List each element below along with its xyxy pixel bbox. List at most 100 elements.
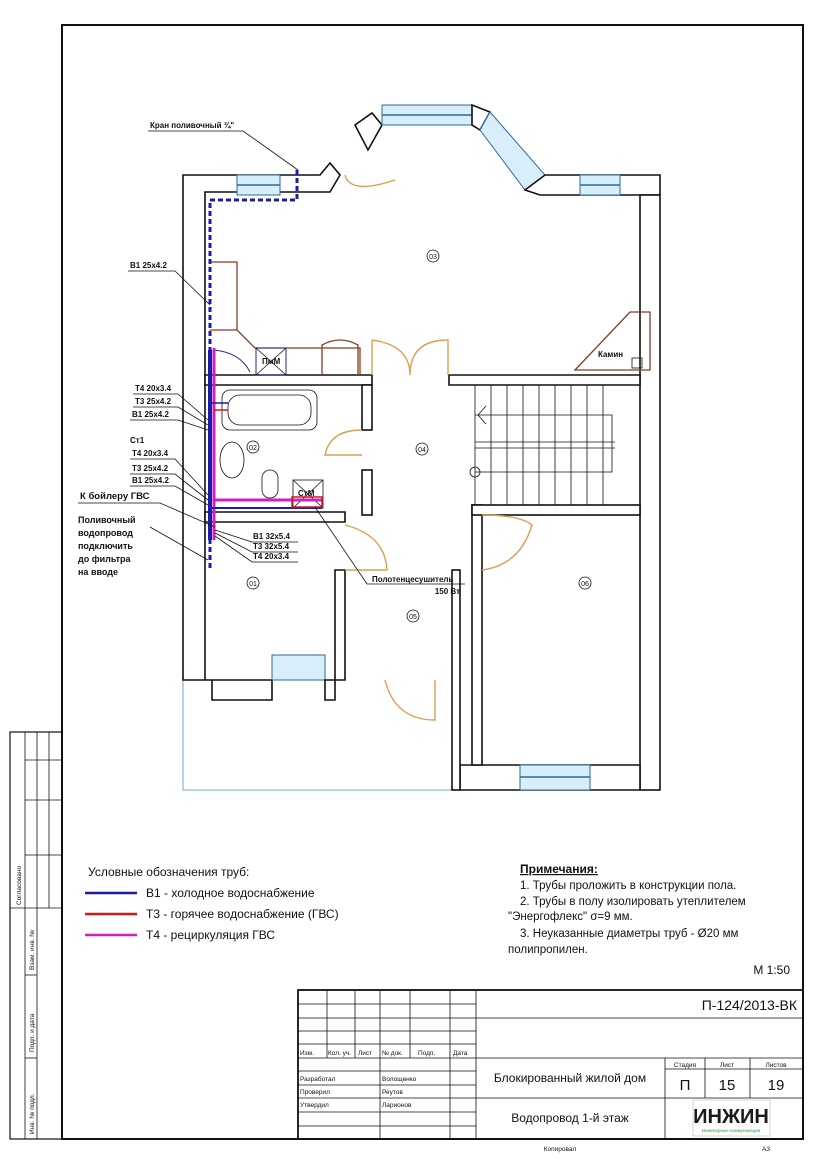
legend-b1: В1 - холодное водоснабжение	[146, 886, 315, 900]
tb-header-date: Дата	[453, 1050, 468, 1057]
wall-05-left	[324, 569, 346, 701]
room-02: 02	[249, 445, 257, 452]
wall-kitchen-bath	[204, 374, 373, 386]
door-room-01	[344, 524, 388, 571]
callout-t4-1: Т4 20х3.4	[135, 384, 172, 393]
tb-name-approver: Ларионов	[382, 1102, 412, 1109]
window-bay-diag	[479, 111, 546, 191]
tb-header-rev: Изм.	[300, 1050, 314, 1057]
room-05: 05	[409, 614, 417, 621]
bathroom-fixtures: СтМ	[219, 389, 324, 509]
callout-irrigation-1: Поливочный	[78, 515, 136, 525]
callout-irrigation-5: на вводе	[78, 567, 118, 577]
callout-b1-1: В1 25х4.2	[132, 410, 169, 419]
wall-bath-01	[204, 511, 346, 523]
tb-name-checker: Реутов	[382, 1089, 403, 1096]
wall-sw	[205, 679, 273, 701]
bay-left	[353, 111, 383, 152]
door-05	[384, 679, 436, 721]
stamp-sign-date: Подп. и дата	[29, 1013, 36, 1052]
pipe-legend: Условные обозначения труб: В1 - холодное…	[85, 865, 339, 942]
room-01: 01	[249, 581, 257, 588]
callout-towel-dryer-power: 150 Вт	[435, 587, 460, 596]
tb-sheets-label: Листов	[765, 1062, 787, 1069]
floor-plan: ПмМ Камин СтМ 01 02	[78, 103, 661, 791]
logo-subtitle: Инженерные коммуникации	[702, 1128, 761, 1133]
tb-header-sheet: Лист	[358, 1050, 372, 1057]
stamp-inv-repl: Взам. инв. №	[29, 930, 36, 970]
label-fireplace: Камин	[598, 350, 623, 359]
door-bath	[324, 429, 363, 456]
title-block: Изм. Кол. уч. Лист № док. Подп. Дата Раз…	[297, 989, 804, 1153]
tb-sheet-label: Лист	[720, 1062, 734, 1069]
callout-b1-main: В1 25х4.2	[130, 261, 167, 270]
callout-t4-2: Т4 20х3.4	[132, 449, 169, 458]
window-room-01	[271, 654, 326, 681]
staircase	[469, 384, 641, 506]
callout-tap: Кран поливочный ¾"	[150, 121, 234, 130]
callout-b1-3: В1 32х5.4	[253, 532, 290, 541]
wall-nw	[182, 161, 341, 681]
room-04: 04	[418, 447, 426, 454]
tb-sheets: 19	[768, 1077, 785, 1094]
kitchen-furniture: ПмМ Камин	[210, 261, 651, 376]
tb-project: Блокированный жилой дом	[494, 1071, 646, 1085]
note-2-cont: "Энергофлекс" σ=9 мм.	[508, 911, 633, 923]
note-3-cont: полипропилен.	[508, 944, 588, 956]
callout-irrigation-2: водопровод	[78, 528, 133, 538]
pipe-b1-main	[208, 170, 299, 570]
callout-boiler: К бойлеру ГВС	[80, 491, 150, 502]
wall-06-left	[471, 504, 483, 766]
tb-name-developer: Волощенко	[382, 1076, 417, 1083]
label-washer: СтМ	[298, 489, 315, 498]
towel-dryer	[291, 496, 323, 508]
note-1: 1. Трубы проложить в конструкции пола.	[520, 880, 736, 892]
stamp-inv-orig: Инв. № подл.	[29, 1093, 36, 1134]
tb-sheet: 15	[719, 1077, 736, 1094]
tb-copied: Копировал	[544, 1146, 577, 1153]
company-logo: ИНЖИН Инженерные коммуникации	[692, 1099, 771, 1137]
tb-document-code: П-124/2013-ВК	[702, 997, 798, 1013]
wall-living-stair	[448, 374, 641, 386]
room-markers: 01 02 03 04 05 06	[246, 249, 592, 623]
notes-title: Примечания:	[520, 862, 598, 876]
tb-sheet-title: Водопровод 1-й этаж	[511, 1111, 629, 1125]
door-entry	[344, 174, 396, 188]
drawing-scale: М 1:50	[753, 963, 790, 977]
note-3: 3. Неуказанные диаметры труб - Ø20 мм	[520, 928, 739, 940]
logo-text: ИНЖИН	[693, 1106, 769, 1128]
callout-irrigation-3: подключить	[78, 541, 133, 551]
callout-t3-3: Т3 32х5.4	[253, 542, 290, 551]
callout-towel-dryer: Полотенцесушитель	[372, 575, 453, 584]
door-living	[371, 339, 449, 376]
legend-title: Условные обозначения труб:	[88, 865, 249, 879]
callout-t3-2: Т3 25х4.2	[132, 464, 169, 473]
tb-role-developer: Разработал	[300, 1075, 336, 1083]
tb-format: А3	[762, 1146, 770, 1153]
wall-east	[639, 194, 661, 791]
terrace-outline	[182, 680, 460, 791]
tb-header-sign: Подп.	[418, 1050, 435, 1057]
note-2: 2. Трубы в полу изолировать утеплителем	[520, 896, 746, 908]
callout-b1-2: В1 25х4.2	[132, 476, 169, 485]
notes: Примечания: 1. Трубы проложить в констру…	[508, 862, 790, 977]
tb-header-doc: № док.	[382, 1050, 403, 1057]
callouts: Кран поливочный ¾" В1 25х4.2 Т4 20х3.4 Т…	[78, 121, 465, 596]
tb-role-checker: Проверил	[300, 1089, 330, 1096]
callout-t4-3: Т4 20х3.4	[253, 552, 290, 561]
tb-stage: П	[680, 1077, 691, 1094]
tb-role-approver: Утвердил	[300, 1102, 329, 1109]
callout-riser: Ст1	[130, 436, 145, 445]
label-dishwasher: ПмМ	[262, 357, 281, 366]
door-room-06	[481, 514, 533, 571]
room-03: 03	[429, 254, 437, 261]
side-stamp: Согласовано Взам. инв. № Подп. и дата Ин…	[9, 731, 63, 1140]
pipes	[208, 170, 323, 570]
legend-t4: Т4 - рециркуляция ГВС	[146, 928, 275, 942]
legend-t3: Т3 - горячее водоснабжение (ГВС)	[146, 907, 339, 921]
callout-irrigation-4: до фильтра	[78, 554, 131, 564]
tb-header-qty: Кол. уч.	[328, 1050, 351, 1057]
room-06: 06	[581, 581, 589, 588]
stamp-agreed: Согласовано	[16, 866, 23, 905]
